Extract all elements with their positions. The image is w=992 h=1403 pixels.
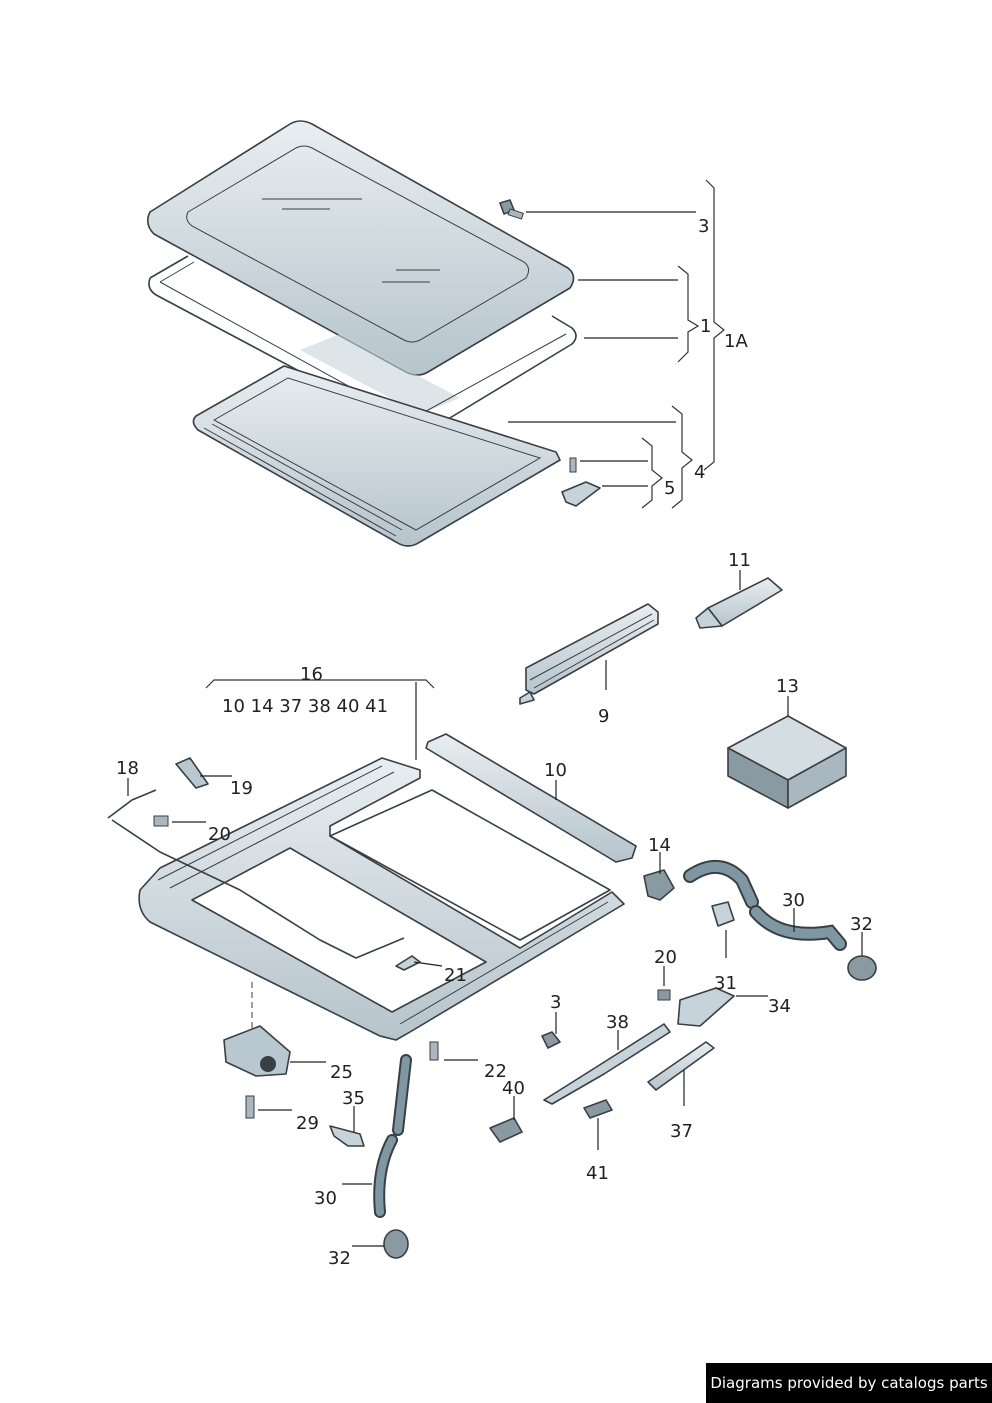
- drain-hose-left: [342, 1054, 412, 1218]
- connector-14: [643, 852, 675, 901]
- callout-25: 25: [330, 1062, 353, 1083]
- headliner-tray: [192, 365, 561, 547]
- sunroof-frame: [138, 757, 625, 1041]
- callout-38: 38: [606, 1012, 629, 1033]
- rail-37: [647, 1041, 715, 1106]
- callout-10: 10: [544, 760, 567, 781]
- callout-14: 14: [648, 835, 671, 856]
- clip-41: [583, 1099, 613, 1150]
- callout-40: 40: [502, 1078, 525, 1099]
- callout-30-left: 30: [314, 1188, 337, 1209]
- drain-valve-right: [847, 932, 877, 981]
- callout-16: 16: [300, 664, 323, 685]
- clip-20-right: [657, 966, 671, 1001]
- clip-40: [489, 1096, 523, 1143]
- drain-hose-right: [683, 860, 847, 951]
- callout-22: 22: [484, 1061, 507, 1082]
- bracket-35: [329, 1106, 365, 1147]
- screw-3-lower: [541, 1012, 561, 1049]
- callout-13: 13: [776, 676, 799, 697]
- callout-1: 1: [700, 316, 711, 337]
- callout-35: 35: [342, 1088, 365, 1109]
- callout-32-right: 32: [850, 914, 873, 935]
- credit-banner: Diagrams provided by catalogs parts: [706, 1363, 992, 1403]
- clip-icon: [561, 457, 601, 507]
- callout-30-right: 30: [782, 890, 805, 911]
- callout-3-lower: 3: [550, 992, 561, 1013]
- hose-clamp-31: [711, 901, 735, 958]
- callout-37: 37: [670, 1121, 693, 1142]
- callout-21: 21: [444, 965, 467, 986]
- clip-20-left: [153, 815, 206, 827]
- clip-21: [395, 955, 443, 971]
- cable-18: [107, 778, 405, 959]
- parts-box: [727, 696, 847, 809]
- leader-lines-top: [508, 179, 725, 509]
- callout-32-left: 32: [328, 1248, 351, 1269]
- screw-22: [429, 1041, 478, 1061]
- glass-panel: [146, 120, 575, 414]
- front-cross-rail: [425, 733, 637, 863]
- callout-5: 5: [664, 478, 675, 499]
- callout-29: 29: [296, 1113, 319, 1134]
- callout-16-members: 10 14 37 38 40 41: [222, 696, 388, 717]
- mechanism-34: [677, 987, 768, 1027]
- callout-11: 11: [728, 550, 751, 571]
- callout-3-top: 3: [698, 216, 709, 237]
- callout-19: 19: [230, 778, 253, 799]
- screw-icon: [499, 199, 524, 220]
- drain-valve-left: [352, 1229, 409, 1259]
- guide-rail: [519, 603, 659, 705]
- screw-29: [245, 1095, 292, 1119]
- callout-20-right: 20: [654, 947, 677, 968]
- callout-41: 41: [586, 1163, 609, 1184]
- bracket-16: [205, 679, 435, 760]
- seal-piece-19: [175, 757, 232, 789]
- callout-31: 31: [714, 973, 737, 994]
- sealant-tube: [695, 570, 783, 629]
- callout-20-left: 20: [208, 824, 231, 845]
- callout-4: 4: [694, 462, 705, 483]
- callout-18: 18: [116, 758, 139, 779]
- callout-1a: 1A: [724, 331, 748, 352]
- motor-25: [223, 1025, 326, 1077]
- callout-34: 34: [768, 996, 791, 1017]
- callout-9: 9: [598, 706, 609, 727]
- callout-labels: 3 1 1A 4 5 11 9 13 16 10 14 37 38 40 41 …: [116, 216, 873, 1269]
- cable-38: [543, 1023, 671, 1105]
